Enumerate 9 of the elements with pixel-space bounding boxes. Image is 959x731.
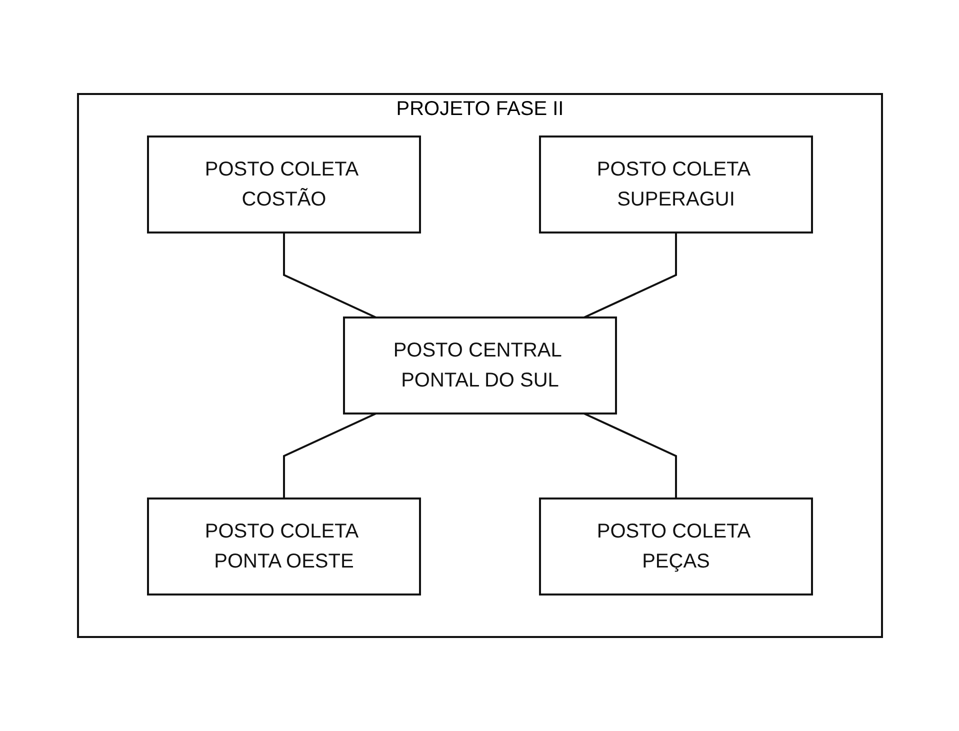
node-box: POSTO COLETA COSTÃO bbox=[146, 136, 420, 234]
connector bbox=[583, 232, 676, 318]
node-box: POSTO COLETA SUPERAGUI bbox=[538, 136, 812, 234]
node-box: POSTO CENTRAL PONTAL DO SUL bbox=[342, 316, 616, 414]
node-box: POSTO COLETA PEÇAS bbox=[538, 498, 812, 596]
connector bbox=[282, 412, 376, 498]
connector bbox=[583, 412, 676, 498]
node-box: POSTO COLETA PONTA OESTE bbox=[146, 498, 420, 596]
connector bbox=[282, 232, 376, 318]
